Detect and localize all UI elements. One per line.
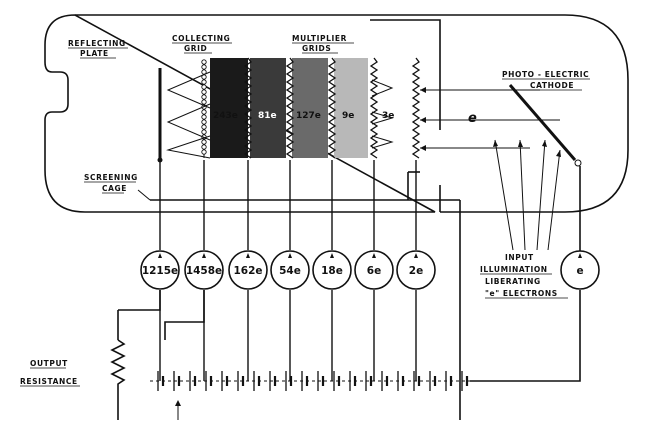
meter-reading-6: 6e bbox=[367, 265, 381, 277]
meter-8: e bbox=[560, 250, 600, 290]
label-reflecting-plate: REFLECTING PLATE bbox=[68, 39, 128, 59]
electron-paths bbox=[166, 71, 560, 159]
svg-text:GRID: GRID bbox=[184, 44, 207, 53]
meter-7: 2e bbox=[396, 160, 436, 381]
svg-text:SCREENING: SCREENING bbox=[84, 173, 138, 182]
bias-arrow bbox=[175, 400, 181, 420]
meter-reading-7: 2e bbox=[409, 265, 423, 277]
meter-6: 6e bbox=[354, 160, 394, 381]
svg-text:PLATE: PLATE bbox=[80, 49, 109, 58]
label-collecting-grid: COLLECTING GRID bbox=[172, 34, 232, 54]
beam-label-81e: 81e bbox=[258, 111, 277, 121]
svg-text:MULTIPLIER: MULTIPLIER bbox=[292, 34, 347, 43]
photo-electric-cathode bbox=[508, 84, 582, 258]
beam-label-127e: 127e bbox=[296, 111, 321, 121]
svg-text:PHOTO - ELECTRIC: PHOTO - ELECTRIC bbox=[502, 70, 589, 79]
svg-text:CATHODE: CATHODE bbox=[530, 81, 574, 90]
screening-cage bbox=[137, 171, 461, 420]
beam-label-e: e bbox=[468, 111, 477, 126]
meter-reading-1: 1215e bbox=[142, 265, 178, 277]
meters: 1215e 1458e 162e 54e 18e 6e 2e e bbox=[140, 160, 600, 381]
svg-text:RESISTANCE: RESISTANCE bbox=[20, 377, 78, 386]
meter-reading-4: 54e bbox=[279, 265, 301, 277]
meter-reading-2: 1458e bbox=[186, 265, 222, 277]
meter-5: 18e bbox=[312, 160, 352, 381]
meter-1: 1215e bbox=[140, 160, 180, 381]
svg-text:CAGE: CAGE bbox=[102, 184, 127, 193]
multiplier-shading bbox=[210, 58, 368, 158]
label-output-resistance: OUTPUT RESISTANCE bbox=[20, 359, 80, 387]
svg-text:LIBERATING: LIBERATING bbox=[485, 277, 541, 286]
beam-labels: 243e 81e 127e 9e 3e e bbox=[213, 111, 477, 126]
meter-2: 1458e bbox=[184, 160, 224, 381]
svg-text:GRIDS: GRIDS bbox=[302, 44, 331, 53]
svg-text:OUTPUT: OUTPUT bbox=[30, 359, 68, 368]
reflecting-plate bbox=[157, 68, 163, 163]
meter-4: 54e bbox=[270, 160, 310, 381]
collecting-grid bbox=[201, 59, 207, 158]
svg-text:"e" ELECTRONS: "e" ELECTRONS bbox=[485, 289, 558, 298]
meter-reading-3: 162e bbox=[233, 265, 262, 277]
beam-label-243e: 243e bbox=[213, 111, 238, 121]
svg-text:REFLECTING: REFLECTING bbox=[68, 39, 126, 48]
meter-3: 162e bbox=[228, 160, 268, 381]
tube-envelope bbox=[44, 14, 629, 213]
label-multiplier-grids: MULTIPLIER GRIDS bbox=[292, 34, 354, 54]
label-photo-electric-cathode: PHOTO - ELECTRIC CATHODE bbox=[502, 70, 590, 91]
beam-label-3e: 3e bbox=[382, 111, 394, 121]
label-input-illumination: INPUT ILLUMINATION LIBERATING "e" ELECTR… bbox=[480, 253, 568, 299]
multiplier-grids bbox=[243, 57, 421, 159]
meter-reading-5: 18e bbox=[321, 265, 343, 277]
top-connector-wire bbox=[370, 19, 441, 130]
label-screening-cage: SCREENING CAGE bbox=[84, 173, 138, 194]
svg-text:COLLECTING: COLLECTING bbox=[172, 34, 230, 43]
output-resistance bbox=[110, 339, 126, 395]
svg-text:ILLUMINATION: ILLUMINATION bbox=[480, 265, 548, 274]
meter-reading-8: e bbox=[576, 265, 583, 277]
beam-label-9e: 9e bbox=[342, 111, 354, 121]
illumination-arrows bbox=[493, 139, 561, 251]
svg-text:INPUT: INPUT bbox=[505, 253, 534, 262]
battery-chain bbox=[117, 290, 581, 420]
